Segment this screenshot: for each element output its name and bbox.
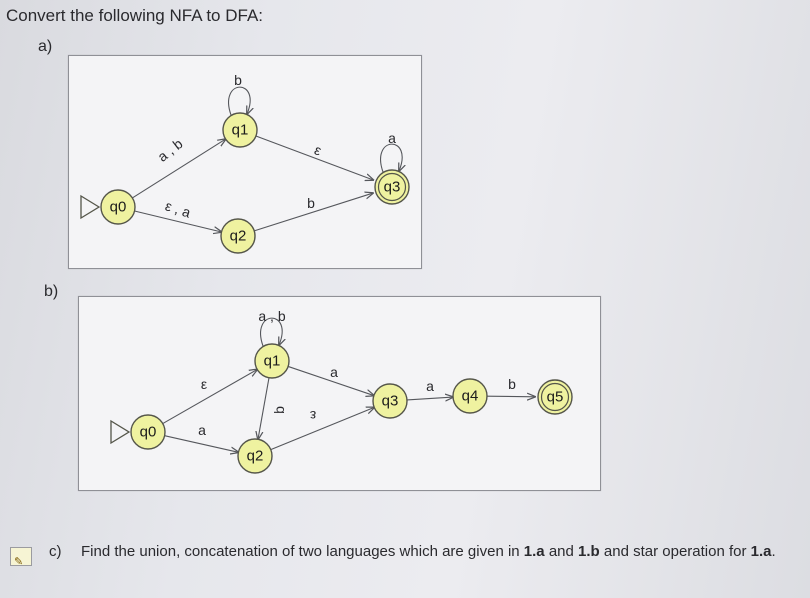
b-state-q4: q4 bbox=[452, 378, 488, 414]
a-state-q3: q3 bbox=[374, 169, 410, 205]
a-edge-label-q1-q3: ε bbox=[312, 141, 323, 158]
a-state-label-q2: q2 bbox=[230, 228, 247, 245]
question-marker: c) bbox=[49, 543, 62, 560]
question-text: Find the union, concatenation of two lan… bbox=[81, 539, 781, 565]
part-b-diagram-panel bbox=[78, 296, 601, 491]
a-edge-q0-q1 bbox=[132, 139, 225, 199]
a-start-marker bbox=[80, 194, 101, 220]
b-edge-label-q1-q2: b bbox=[271, 406, 287, 414]
b-edge-q0-q1 bbox=[162, 369, 257, 425]
a-edge-label-q2-q3: b bbox=[307, 195, 315, 211]
a-state-label-q3: q3 bbox=[384, 179, 401, 196]
question-ref-1a-star: 1.a bbox=[750, 543, 772, 560]
a-edge-label-q1-q1: b bbox=[234, 72, 242, 88]
a-state-q2: q2 bbox=[220, 218, 256, 254]
b-edge-label-q4-q5: b bbox=[508, 376, 516, 392]
b-state-q0: q0 bbox=[110, 414, 166, 450]
b-state-label-q3: q3 bbox=[382, 393, 399, 410]
question-ref-1a: 1.a bbox=[523, 543, 545, 560]
b-state-label-q5: q5 bbox=[547, 389, 564, 406]
b-loop-q1 bbox=[260, 317, 283, 346]
part-b-label: b) bbox=[44, 283, 59, 300]
a-state-q0: q0 bbox=[80, 189, 136, 225]
question-text-part: and star operation for bbox=[599, 543, 751, 560]
b-state-q3: q3 bbox=[372, 383, 408, 419]
b-edge-q3-q4 bbox=[406, 397, 453, 400]
question-c: ✎ c) Find the union, concatenation of tw… bbox=[6, 539, 796, 595]
b-start-marker bbox=[110, 419, 131, 445]
b-edge-q1-q3 bbox=[287, 365, 374, 395]
b-state-label-q2: q2 bbox=[247, 448, 264, 465]
b-state-label-q4: q4 bbox=[462, 388, 479, 405]
page-heading: Convert the following NFA to DFA: bbox=[6, 6, 264, 25]
question-text-part: and bbox=[544, 543, 579, 560]
a-state-label-q1: q1 bbox=[232, 122, 249, 139]
a-edge-q1-q3 bbox=[255, 135, 373, 180]
b-edge-label-q3-q4: a bbox=[426, 378, 434, 394]
a-edge-q0-q2 bbox=[134, 210, 222, 232]
b-edge-label-q1-q1: a , b bbox=[258, 308, 285, 324]
b-state-q1: q1 bbox=[254, 343, 290, 379]
b-state-label-q1: q1 bbox=[264, 353, 281, 370]
b-edge-q1-q2 bbox=[258, 377, 270, 440]
question-text-part: Find the union, concatenation of two lan… bbox=[81, 543, 524, 560]
pencil-note-icon: ✎ bbox=[10, 547, 32, 568]
b-edge-q4-q5 bbox=[486, 396, 535, 397]
a-edge-q2-q3 bbox=[254, 193, 373, 232]
a-loop-q3 bbox=[380, 143, 403, 172]
a-edge-label-q0-q2: ε , a bbox=[163, 197, 193, 220]
a-state-label-q0: q0 bbox=[110, 199, 127, 216]
b-state-label-q0: q0 bbox=[140, 424, 157, 441]
question-text-part: . bbox=[771, 543, 776, 560]
b-edge-label-q1-q3: a bbox=[330, 364, 338, 380]
b-edge-q2-q3 bbox=[270, 407, 375, 451]
part-a-label: a) bbox=[38, 38, 53, 55]
b-edge-label-q2-q3: ε bbox=[310, 408, 316, 424]
a-edge-label-q3-q3: a bbox=[388, 130, 396, 146]
a-loop-q1 bbox=[228, 86, 251, 115]
question-ref-1b: 1.b bbox=[578, 543, 600, 560]
b-edge-q0-q2 bbox=[164, 435, 239, 453]
b-state-q2: q2 bbox=[237, 438, 273, 474]
a-state-q1: q1 bbox=[222, 112, 258, 148]
b-edge-label-q0-q1: ε bbox=[201, 376, 207, 392]
b-edge-label-q0-q2: a bbox=[198, 422, 206, 438]
b-state-q5: q5 bbox=[537, 379, 573, 415]
